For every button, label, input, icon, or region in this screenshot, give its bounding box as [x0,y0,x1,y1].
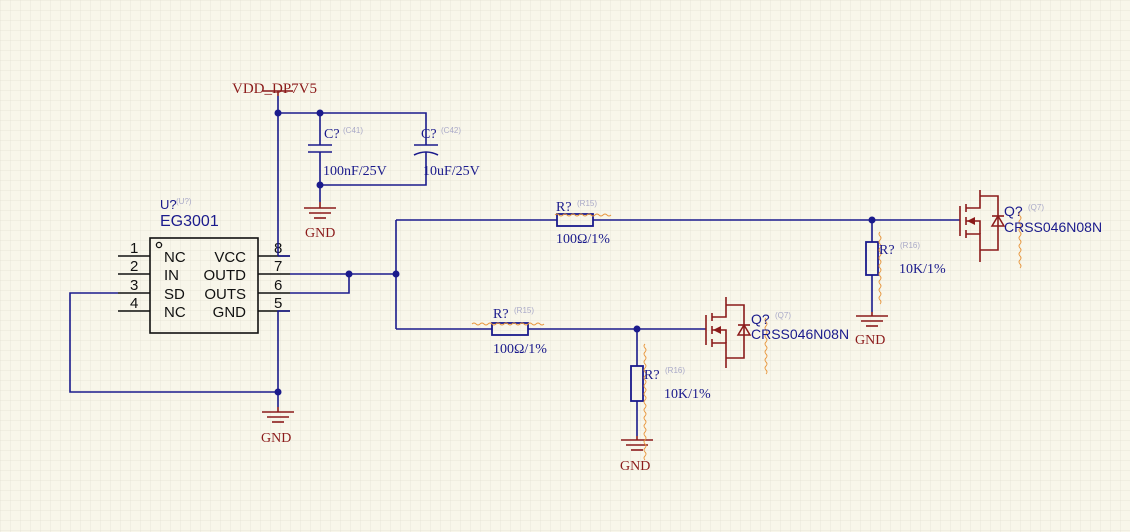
capacitor-c41[interactable]: C? (C41) 100nF/25V [308,126,387,179]
resistor-pulldown-high[interactable]: R? (R16) 10K/1% [865,231,946,305]
ground-ic[interactable]: GND [261,407,294,446]
wavy-underline [554,213,612,217]
pin-2-number: 2 [130,258,138,275]
c41-value: 100nF/25V [323,164,387,179]
r-pulldown-high-ref: (R16) [900,241,920,250]
q-low-designator: Q? [751,311,770,327]
q-high-part: CRSS046N08N [1004,219,1102,235]
junction-dot [345,270,353,278]
c41-designator: C? [324,127,340,142]
mosfet-low[interactable]: Q? (Q7) CRSS046N08N [705,297,849,375]
junction-dot [316,109,324,117]
wavy-underline [1018,211,1022,269]
pin-7-number: 7 [274,258,282,275]
gnd-ic-label: GND [261,431,291,446]
wire-pin5 [277,310,290,407]
wire-caps-bottom [319,152,427,186]
pin-4-name: NC [164,304,186,321]
pin-8-name: VCC [214,249,246,266]
q-high-designator: Q? [1004,203,1023,219]
c42-designator: C? [421,127,437,142]
pin-5-name: GND [213,304,247,321]
ic-ref: (U?) [176,197,192,206]
wavy-underline [764,317,768,375]
r-pulldown-low-ref: (R16) [665,366,685,375]
junction-dot [868,216,876,224]
junctions [274,109,876,396]
pin-1-name: NC [164,249,186,266]
wire-pin6 [290,274,350,294]
ic-body [149,237,259,334]
ic-eg3001[interactable]: U? (U?) EG3001 1 2 3 4 NC IN SD NC 8 7 6… [118,197,290,334]
c41-ref: (C41) [343,126,363,135]
q-low-ref: (Q7) [775,311,791,320]
wire-vdd-top [278,112,427,145]
pin-7-name: OUTD [204,267,247,284]
junction-dot [392,270,400,278]
gnd-caps-label: GND [305,226,335,241]
resistor-gate-low[interactable]: R? (R15) 100Ω/1% [471,306,547,357]
pin-6-number: 6 [274,277,282,294]
gnd-high-label: GND [855,333,885,348]
r-pulldown-low-designator: R? [644,368,660,383]
vdd-label: VDD_DP7V5 [232,81,317,97]
junction-dot [274,109,282,117]
pin-1-number: 1 [130,240,138,257]
pin-2-name: IN [164,267,179,284]
c42-ref: (C42) [441,126,461,135]
junction-dot [316,181,324,189]
wavy-underline [471,322,545,326]
r-gate-low-designator: R? [493,307,509,322]
gnd-low-label: GND [620,459,650,474]
pin-5-number: 5 [274,295,282,312]
wavy-underline [643,343,647,461]
q-high-ref: (Q7) [1028,203,1044,212]
r-pulldown-high-designator: R? [879,243,895,258]
pin1-marker-icon [155,241,163,249]
junction-dot [633,325,641,333]
c42-value: 10uF/25V [423,164,480,179]
q-low-part: CRSS046N08N [751,326,849,342]
power-port-vdd[interactable]: VDD_DP7V5 [232,81,317,97]
pin-3-number: 3 [130,277,138,294]
r-gate-high-value: 100Ω/1% [556,232,610,247]
ground-low[interactable]: GND [620,436,653,474]
resistor-gate-high[interactable]: R? (R15) 100Ω/1% [554,199,612,247]
pin-3-name: SD [164,286,185,303]
ic-designator: U? [160,197,177,212]
r-gate-high-ref: (R15) [577,199,597,208]
r-gate-low-ref: (R15) [514,306,534,315]
pin-4-number: 4 [130,295,138,312]
ic-part-name: EG3001 [160,213,219,230]
ground-high[interactable]: GND [855,312,888,348]
resistor-pulldown-low[interactable]: R? (R16) 10K/1% [630,343,711,461]
wavy-underline [878,231,882,305]
r-gate-high-designator: R? [556,200,572,215]
capacitor-c42[interactable]: C? (C42) 10uF/25V [413,126,480,179]
mosfet-high[interactable]: Q? (Q7) CRSS046N08N [959,190,1102,269]
wire-sd-loop [69,292,278,393]
r-pulldown-low-value: 10K/1% [664,387,711,402]
pin-6-name: OUTS [204,286,246,303]
junction-dot [274,388,282,396]
r-pulldown-high-value: 10K/1% [899,262,946,277]
ground-caps[interactable]: GND [304,202,336,241]
r-gate-low-value: 100Ω/1% [493,342,547,357]
